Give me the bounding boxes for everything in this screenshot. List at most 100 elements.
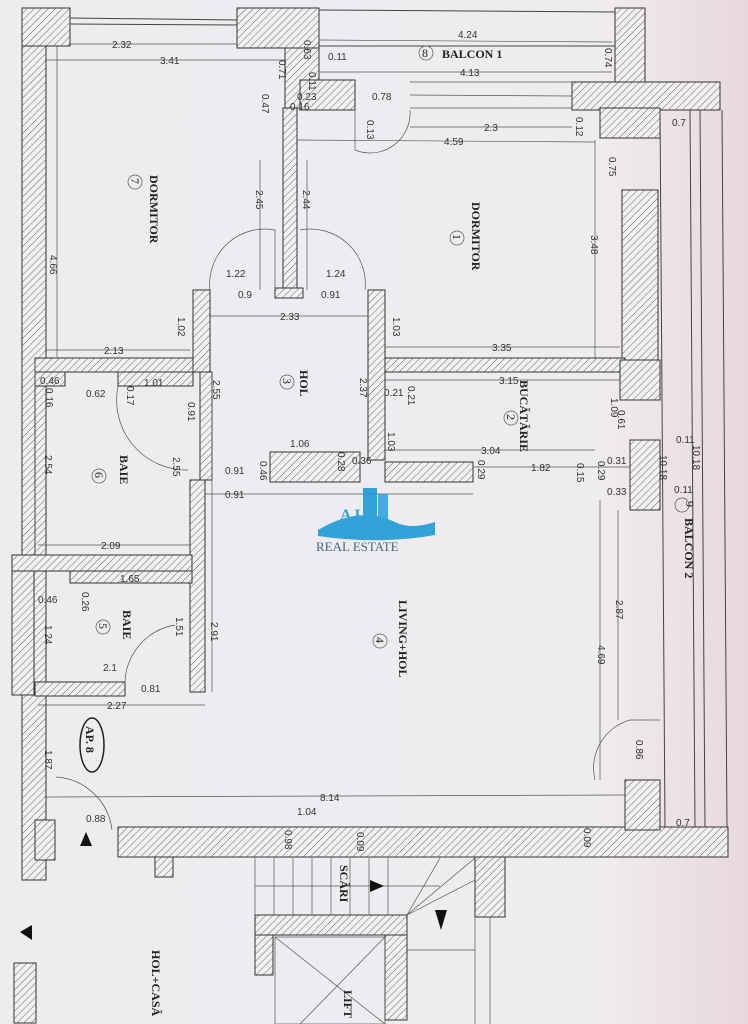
dimension-label: 2.37 (357, 378, 368, 398)
dimension-label: 3.41 (160, 56, 180, 67)
room-number: 9 (683, 501, 697, 507)
dimension-label: 0.23 (297, 92, 317, 103)
room-dormitor-1: DORMITOR 1 (449, 202, 483, 271)
room-dormitor-7: DORMITOR 7 (127, 174, 161, 244)
stairs-arrow-icon (370, 880, 384, 892)
dimension-label: 3.48 (588, 235, 599, 255)
room-living-4: LIVING+HOL 4 (372, 600, 410, 678)
dimension-label: 0.09 (581, 828, 592, 848)
apartment-number: AP. 8 (83, 726, 97, 753)
stairs-label: SCĂRI (337, 865, 351, 903)
dimension-label: 2.44 (300, 190, 311, 210)
dimension-label: 0.86 (633, 740, 644, 760)
dimension-label: 0.91 (225, 466, 245, 477)
dimension-label: 2.27 (107, 701, 127, 712)
stairs-arrow-down-icon (435, 910, 447, 930)
dimension-label: 0.81 (141, 684, 161, 695)
dimension-label: 0.17 (124, 386, 135, 406)
dimension-label: 0.62 (86, 389, 106, 400)
room-number: 1 (450, 234, 464, 240)
dimension-label: 10.18 (657, 455, 668, 480)
dimension-label: 0.31 (607, 456, 627, 467)
room-number: 8 (422, 46, 428, 60)
dimension-label: 0.71 (276, 60, 287, 80)
room-name: BUCĂTĂRIE (517, 380, 531, 452)
dimension-label: 2.33 (280, 312, 300, 323)
dimension-label: 0.09 (354, 832, 365, 852)
room-number: 6 (92, 472, 106, 478)
dimension-label: 1.51 (173, 617, 184, 637)
dimension-label: 4.69 (595, 645, 606, 665)
dimension-label: 2.13 (104, 346, 124, 357)
dimension-label: 1.04 (297, 807, 317, 818)
dimension-label: 0.33 (607, 487, 627, 498)
room-balcon-2: 9 BALCON 2 (674, 497, 697, 578)
dimension-label: 0.11 (674, 485, 693, 496)
room-balcon-1: 8 BALCON 1 (418, 45, 502, 61)
room-hol-3: HOL 3 (279, 370, 311, 397)
dimension-label: 2.09 (101, 541, 121, 552)
room-number: 4 (373, 637, 387, 643)
dimension-label: 8.14 (320, 793, 340, 804)
room-labels: DORMITOR 7 DORMITOR 1 HOL 3 BUCĂTĂRIE 2 … (79, 45, 697, 1018)
entrance-arrow-icon (80, 832, 92, 846)
dimension-label: 3.15 (499, 376, 519, 387)
dimension-label: 0.29 (475, 460, 486, 480)
room-number: 3 (280, 378, 294, 384)
stairs (254, 857, 491, 1024)
lift-shaft (274, 936, 386, 1024)
dimension-label: 0.21 (384, 388, 404, 399)
room-bucatarie-2: BUCĂTĂRIE 2 (503, 380, 531, 452)
dimension-label: 2.32 (112, 40, 132, 51)
dimension-label: 0.26 (79, 592, 90, 612)
room-name: BAIE (117, 455, 131, 484)
dimension-label: 0.88 (86, 814, 106, 825)
dimension-label: 1.65 (120, 574, 140, 585)
watermark-letters: A L (340, 507, 365, 524)
dimension-label: 1.03 (390, 317, 401, 337)
dimension-label: 0.78 (372, 92, 392, 103)
dimension-label: 2.55 (210, 380, 221, 400)
dimension-label: 0.91 (185, 402, 196, 422)
room-name: BALCON 2 (682, 518, 696, 578)
dimension-label: 0.13 (364, 120, 375, 140)
dimension-label: 1.22 (226, 269, 246, 280)
room-number: 2 (504, 414, 518, 420)
dimension-label: 0.16 (290, 102, 310, 113)
dimension-label: 0.98 (282, 830, 293, 850)
dimension-label: 1.24 (42, 625, 53, 645)
dimension-label: 2.3 (484, 123, 498, 134)
dimension-lines (38, 39, 630, 798)
dimension-label: 1.82 (531, 463, 551, 474)
dimension-label: 0.36 (352, 456, 372, 467)
dimension-label: 0.74 (602, 48, 613, 68)
dimension-label: 0.46 (257, 461, 268, 481)
dimension-label: 1.09 (608, 398, 619, 418)
dimension-label: 0.46 (38, 595, 58, 606)
dimension-label: 1.01 (144, 378, 164, 389)
dimension-label: 1.06 (290, 439, 310, 450)
room-number: 5 (96, 623, 110, 629)
room-name: DORMITOR (147, 175, 161, 244)
dimension-label: 0.16 (43, 388, 54, 408)
dimension-label: 0.11 (676, 435, 695, 446)
dimension-label: 2.91 (208, 622, 219, 642)
watermark-text: REAL ESTATE (316, 539, 399, 554)
dimension-label: 3.35 (492, 343, 512, 354)
dimension-label: 0.63 (301, 40, 312, 60)
dimension-label: 0.21 (405, 386, 416, 406)
dimension-label: 4.13 (460, 68, 480, 79)
dimension-label: 0.28 (335, 452, 346, 472)
dimension-label: 0.91 (225, 490, 245, 501)
dimension-label: 0.11 (306, 72, 317, 91)
dimension-label: 0.9 (238, 290, 252, 301)
dimension-label: 10.18 (690, 445, 701, 470)
dimension-label: 0.47 (259, 94, 270, 114)
dimension-label: 4.66 (47, 255, 58, 275)
hall-arrow-icon (20, 925, 32, 940)
dimension-label: 0.75 (606, 157, 617, 177)
dimension-label: 2.54 (42, 455, 53, 475)
apartment-label: AP. 8 (79, 717, 105, 773)
room-name: BALCON 1 (442, 47, 502, 61)
dimension-label: 0.7 (672, 118, 686, 129)
